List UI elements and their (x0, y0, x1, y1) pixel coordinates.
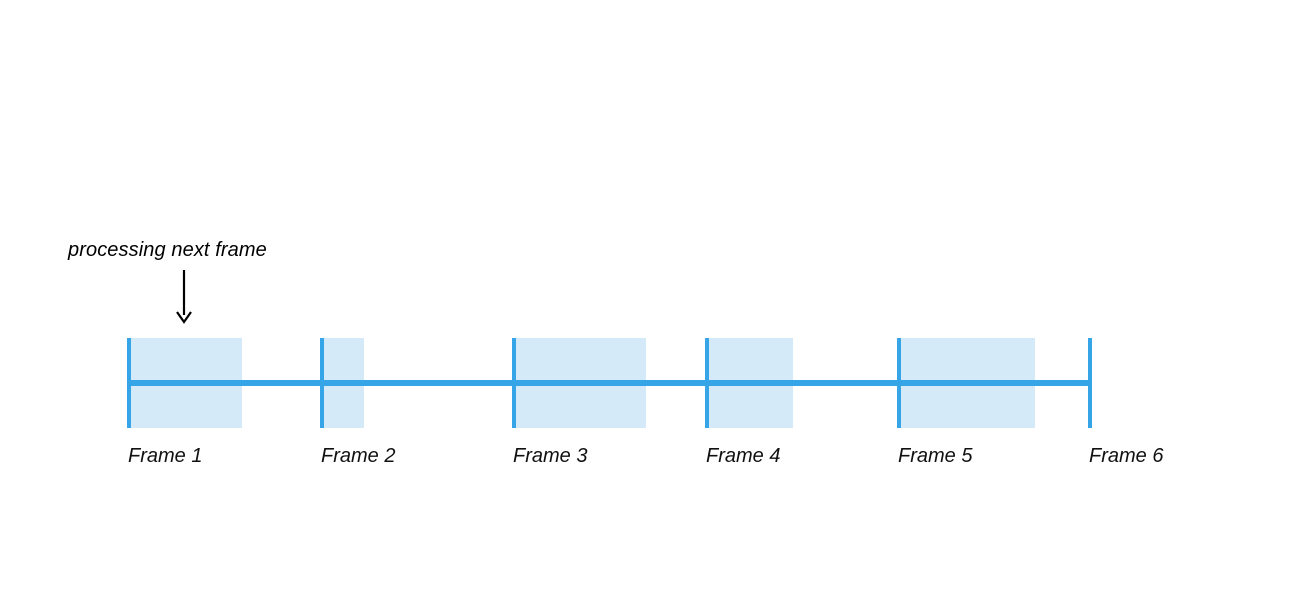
frame-tick-4 (705, 338, 709, 428)
frame-label-3: Frame 3 (513, 445, 588, 467)
frame-tick-1 (127, 338, 131, 428)
frame-label-5: Frame 5 (898, 445, 973, 467)
processing-next-frame-annotation: processing next frame (68, 239, 267, 261)
frame-label-2: Frame 2 (321, 445, 396, 467)
down-arrow-icon (176, 270, 192, 324)
frame-tick-2 (320, 338, 324, 428)
frame-tick-3 (512, 338, 516, 428)
frame-label-6: Frame 6 (1089, 445, 1164, 467)
frame-tick-6 (1088, 338, 1092, 428)
timeline-axis-line (127, 380, 1090, 386)
frame-label-4: Frame 4 (706, 445, 781, 467)
frame-tick-5 (897, 338, 901, 428)
frame-label-1: Frame 1 (128, 445, 203, 467)
